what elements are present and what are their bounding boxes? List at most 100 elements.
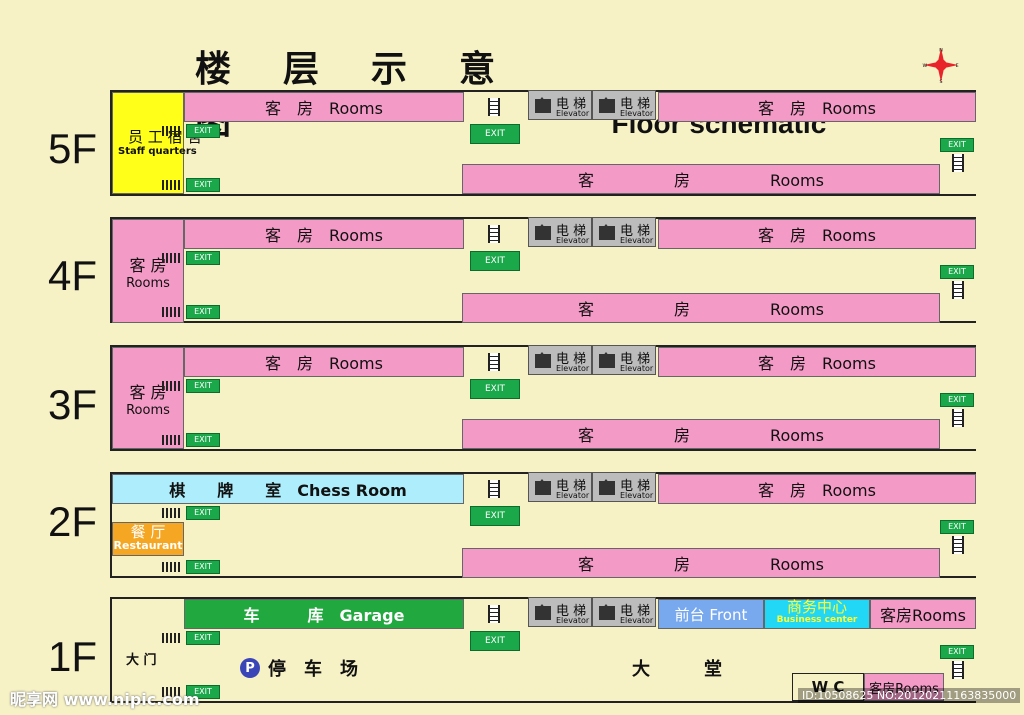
elevator-en: Elevator xyxy=(556,364,590,373)
rooms-5f-right: 客 房 Rooms xyxy=(658,92,976,122)
floor-2f-panel: 棋 牌 室 Chess Room 餐 厅 Restaurant 客 房 Room… xyxy=(110,472,976,578)
staff-quarters-en: Staff quarters xyxy=(118,146,197,157)
parking-area: P 停 车 场 xyxy=(240,655,358,681)
exit-sign: EXIT xyxy=(470,631,520,651)
rooms-1f-right: 客房Rooms xyxy=(870,599,976,629)
elevator-en: Elevator xyxy=(556,491,590,500)
elevator: 电 梯 Elevator xyxy=(528,597,592,627)
exit-sign: EXIT xyxy=(470,506,520,526)
business-center-en: Business center xyxy=(776,615,858,625)
rooms-3f-left: 客 房 Rooms xyxy=(184,347,464,377)
elevator-cn: 电 梯 xyxy=(620,97,651,112)
floor-label-5f: 5F xyxy=(48,125,98,172)
exit-sign: EXIT xyxy=(186,178,220,192)
rooms-5f-left: 客 房 Rooms xyxy=(184,92,464,122)
floor-5f-panel: 员 工 宿 舍 Staff quarters 客 房 Rooms 客 房 Roo… xyxy=(110,90,976,196)
wc: W C xyxy=(792,673,864,701)
rooms-2f-right: 客 房 Rooms xyxy=(658,474,976,504)
elevator-en: Elevator xyxy=(620,109,654,118)
parking-label: 停 车 场 xyxy=(268,659,358,680)
floor-label-2f: 2F xyxy=(48,498,98,545)
elevator: 电 梯 Elevator xyxy=(528,217,592,247)
elevator-en: Elevator xyxy=(556,236,590,245)
elevator-en: Elevator xyxy=(620,616,654,625)
exit-sign: EXIT xyxy=(186,560,220,574)
exit-sign: EXIT xyxy=(940,520,974,534)
restaurant-en: Restaurant xyxy=(113,539,183,552)
compass-n: N xyxy=(939,48,943,54)
stair-icon xyxy=(488,353,500,371)
floor-label-1f: 1F xyxy=(48,633,98,680)
business-center-cn: 商务中心 xyxy=(786,598,847,616)
steps-icon xyxy=(162,435,180,445)
elevator-icon xyxy=(535,479,551,495)
staff-quarters: 员 工 宿 舍 Staff quarters xyxy=(112,92,202,194)
main-gate-label: 大 门 xyxy=(126,653,157,668)
exit-sign: EXIT xyxy=(470,124,520,144)
floor-label-3f: 3F xyxy=(48,381,98,428)
elevator-icon xyxy=(535,352,551,368)
stair-icon xyxy=(488,225,500,243)
steps-icon xyxy=(162,687,180,697)
chess-room: 棋 牌 室 Chess Room xyxy=(112,474,464,504)
compass-w: W xyxy=(922,63,927,69)
title-char: 楼 xyxy=(195,49,236,90)
elevator: 电 梯 Elevator xyxy=(592,90,656,120)
rooms-4f-left: 客 房 Rooms xyxy=(184,219,464,249)
elevator-cn: 电 梯 xyxy=(620,479,651,494)
exit-sign: EXIT xyxy=(940,265,974,279)
watermark-left: 昵享网 www.nipic.com xyxy=(10,690,200,709)
business-center: 商务中心 Business center xyxy=(764,599,870,629)
steps-icon xyxy=(162,126,180,136)
compass-icon: N S E W xyxy=(922,48,958,84)
garage: 车 库 Garage xyxy=(184,599,464,629)
stair-icon xyxy=(952,154,964,172)
elevator-en: Elevator xyxy=(556,109,590,118)
stair-icon xyxy=(488,98,500,116)
exit-sign: EXIT xyxy=(186,685,220,699)
exit-sign: EXIT xyxy=(186,506,220,520)
rooms-4f-lower: 客 房 Rooms xyxy=(462,293,940,323)
exit-sign: EXIT xyxy=(940,138,974,152)
exit-sign: EXIT xyxy=(470,251,520,271)
elevator-cn: 电 梯 xyxy=(556,479,587,494)
rooms-3f-lower: 客 房 Rooms xyxy=(462,419,940,449)
stair-icon xyxy=(488,480,500,498)
steps-icon xyxy=(162,253,180,263)
elevator-cn: 电 梯 xyxy=(556,352,587,367)
elevator-icon xyxy=(599,97,615,113)
rooms-1f-lower: 客房Rooms xyxy=(864,673,944,701)
elevator-icon xyxy=(599,352,615,368)
exit-sign: EXIT xyxy=(470,379,520,399)
elevator: 电 梯 Elevator xyxy=(592,597,656,627)
parking-icon: P xyxy=(240,658,260,678)
watermark-right: ID:10508625 NO:20120211163835000 xyxy=(798,688,1021,703)
exit-sign: EXIT xyxy=(940,393,974,407)
rooms-4f-right: 客 房 Rooms xyxy=(658,219,976,249)
stair-icon xyxy=(952,536,964,554)
elevator-icon xyxy=(599,604,615,620)
stair-icon xyxy=(952,661,964,679)
elevator-icon xyxy=(535,224,551,240)
elevator: 电 梯 Elevator xyxy=(592,345,656,375)
elevator-icon xyxy=(535,97,551,113)
rooms-3f-west-en: Rooms xyxy=(126,402,170,418)
title-char: 层 xyxy=(283,49,324,90)
elevator-icon xyxy=(535,604,551,620)
floor-3f-panel: 客 房 Rooms 客 房 Rooms 客 房 Rooms 客 房 Rooms xyxy=(110,345,976,451)
elevator: 电 梯 Elevator xyxy=(592,472,656,502)
restaurant: 餐 厅 Restaurant xyxy=(112,522,184,556)
front-desk: 前台 Front xyxy=(658,599,764,629)
elevator-en: Elevator xyxy=(556,616,590,625)
elevator-cn: 电 梯 xyxy=(556,604,587,619)
elevator-en: Elevator xyxy=(620,364,654,373)
exit-sign: EXIT xyxy=(186,305,220,319)
exit-sign: EXIT xyxy=(186,379,220,393)
rooms-4f-west-en: Rooms xyxy=(126,275,170,291)
elevator-en: Elevator xyxy=(620,491,654,500)
rooms-3f-west: 客 房 Rooms xyxy=(112,347,184,449)
elevator-cn: 电 梯 xyxy=(620,352,651,367)
rooms-3f-right: 客 房 Rooms xyxy=(658,347,976,377)
rooms-5f-lower: 客 房 Rooms xyxy=(462,164,940,194)
elevator-en: Elevator xyxy=(620,236,654,245)
